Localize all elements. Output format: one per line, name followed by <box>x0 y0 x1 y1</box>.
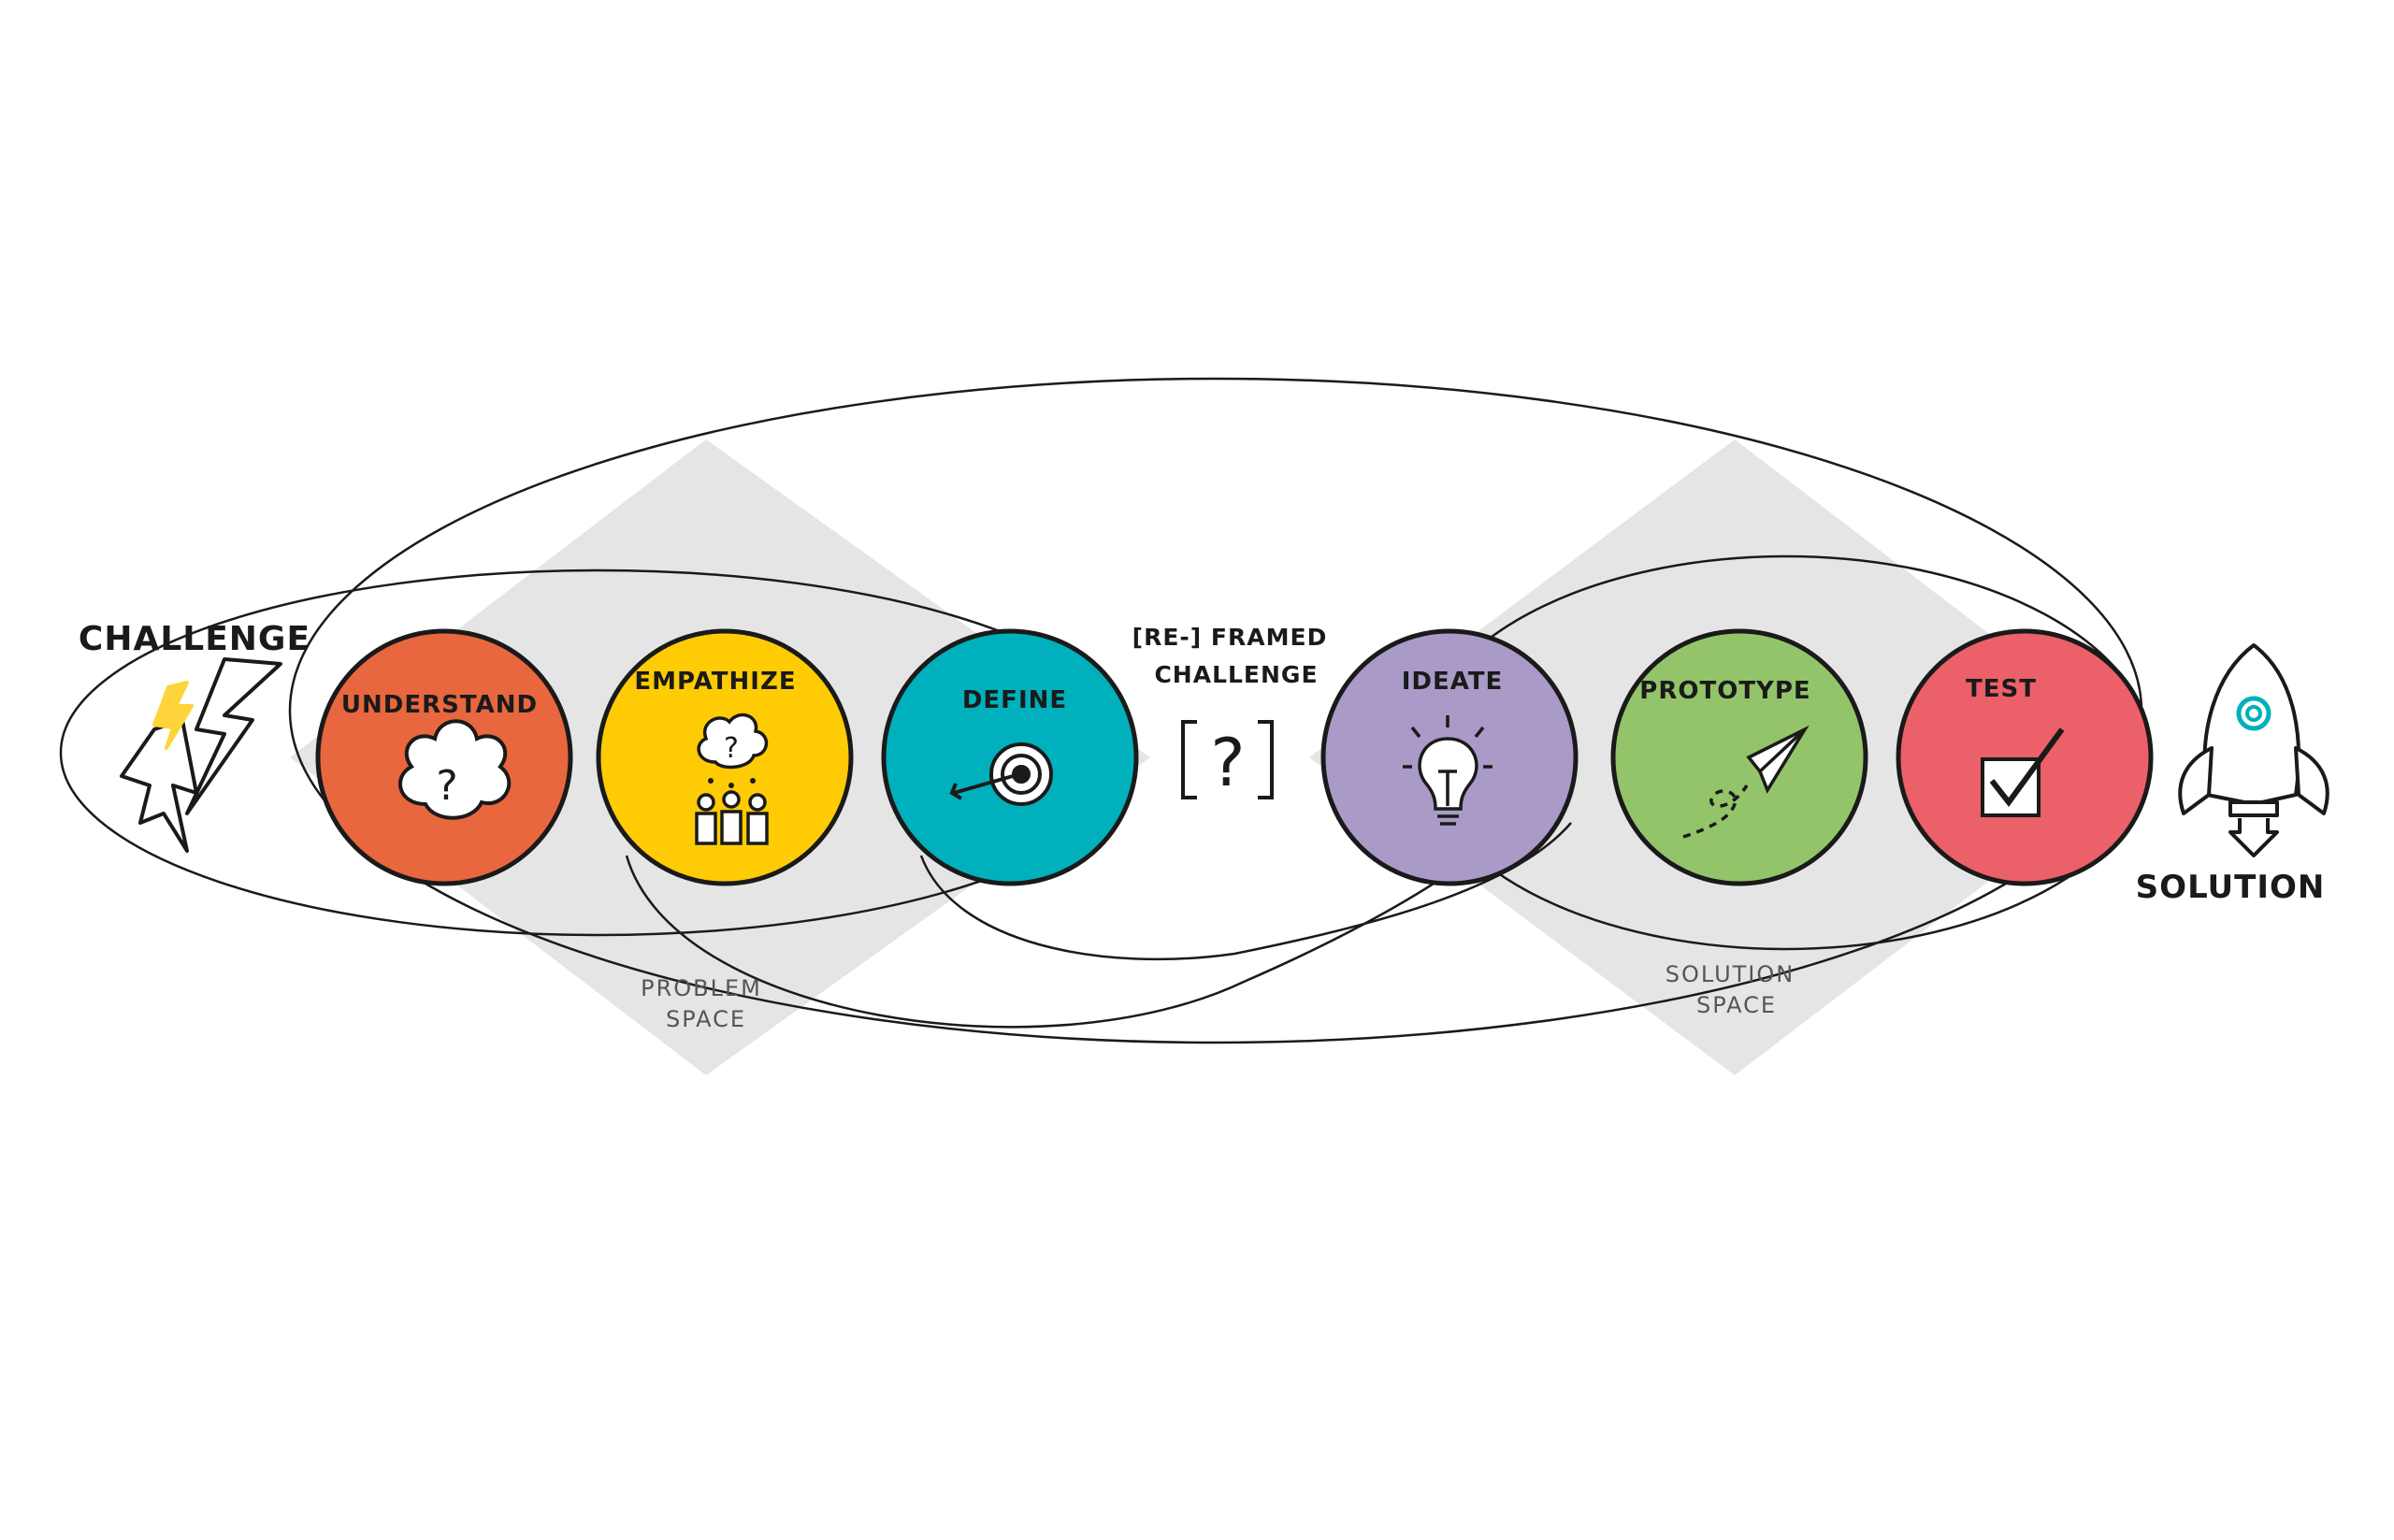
paper-plane-icon <box>1682 725 1810 839</box>
phase-label-understand: UNDERSTAND <box>341 691 538 719</box>
problem-space-label-2: SPACE <box>666 1006 746 1032</box>
svg-text:?: ? <box>1210 725 1245 801</box>
challenge-label: CHALLENGE <box>79 620 310 658</box>
target-arrow-icon <box>949 742 1053 806</box>
prototype-circle[interactable] <box>1610 628 1868 886</box>
phase-label-define: DEFINE <box>962 686 1067 714</box>
solution-space-label-2: SPACE <box>1696 992 1777 1018</box>
bracket-question-icon: ? <box>1181 720 1274 801</box>
reframed-line-1: [RE-] FRAMED <box>1132 624 1328 651</box>
reframed-line-2: CHALLENGE <box>1154 661 1318 688</box>
solution-label: SOLUTION <box>2136 869 2326 906</box>
phase-label-test: TEST <box>1966 675 2037 703</box>
phase-label-empathize: EMPATHIZE <box>634 668 796 696</box>
checkbox-icon <box>1981 727 2065 817</box>
people-thinking-icon: ? <box>695 712 769 845</box>
solution-space-label-1: SOLUTION <box>1666 961 1795 987</box>
svg-text:?: ? <box>436 762 457 810</box>
phase-label-ideate: IDEATE <box>1402 668 1504 696</box>
rocket-icon <box>2178 643 2329 857</box>
thought-cloud-question-icon: ? <box>398 719 512 820</box>
lightning-bolts-icon <box>120 657 282 853</box>
problem-space-label-1: PROBLEM <box>641 975 762 1001</box>
lightbulb-icon <box>1403 715 1493 826</box>
phase-label-prototype: PROTOTYPE <box>1639 677 1810 705</box>
svg-text:?: ? <box>724 732 739 765</box>
